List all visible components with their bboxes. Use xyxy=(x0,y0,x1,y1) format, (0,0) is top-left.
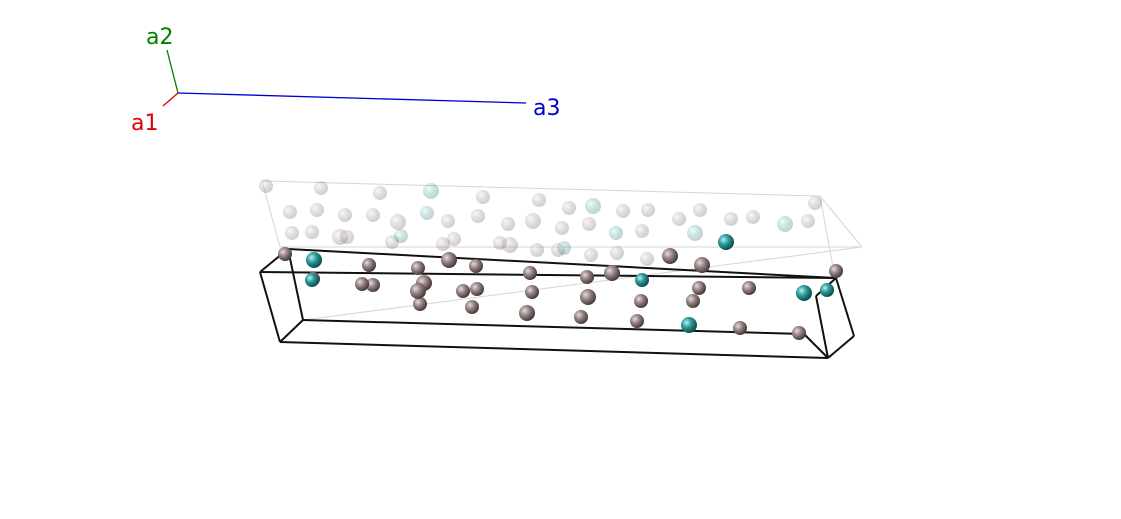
a1-axis-line xyxy=(162,92,179,107)
grey-atom xyxy=(340,230,354,244)
grey-atom xyxy=(580,270,594,284)
grey-atom xyxy=(801,214,815,228)
grey-atom xyxy=(686,294,700,308)
a1-axis-label: a1 xyxy=(131,111,158,136)
grey-atom xyxy=(523,266,537,280)
atoms-near-layer xyxy=(278,234,843,340)
grey-atom xyxy=(692,281,706,295)
grey-atom xyxy=(471,209,485,223)
grey-atom xyxy=(469,259,483,273)
grey-atom xyxy=(635,224,649,238)
a2-axis-label: a2 xyxy=(146,25,173,50)
a2-axis-line xyxy=(166,49,179,94)
grey-atom xyxy=(584,248,598,262)
grey-atom xyxy=(501,217,515,231)
teal-atom xyxy=(635,273,649,287)
teal-atom xyxy=(394,229,408,243)
grey-atom xyxy=(525,285,539,299)
grey-atom xyxy=(808,196,822,210)
grey-atom xyxy=(447,232,461,246)
grey-atom xyxy=(456,284,470,298)
grey-atom xyxy=(574,310,588,324)
grey-atom xyxy=(441,252,457,268)
grey-atom xyxy=(366,208,380,222)
teal-atom xyxy=(718,234,734,250)
grey-atom xyxy=(519,305,535,321)
grey-atom xyxy=(413,297,427,311)
grey-atom xyxy=(693,203,707,217)
axis-triad: a2 a1 a3 xyxy=(131,25,560,136)
teal-atom xyxy=(681,317,697,333)
teal-atom xyxy=(820,283,834,297)
grey-atom xyxy=(580,289,596,305)
grey-atom xyxy=(616,204,630,218)
grey-atom xyxy=(465,300,479,314)
teal-atom xyxy=(557,241,571,255)
grey-atom xyxy=(390,214,406,230)
teal-atom xyxy=(609,226,623,240)
teal-atom xyxy=(423,183,439,199)
grey-atom xyxy=(829,264,843,278)
grey-atom xyxy=(338,208,352,222)
grey-atom xyxy=(562,201,576,215)
grey-atom xyxy=(441,214,455,228)
teal-atom xyxy=(796,285,812,301)
a3-axis-line xyxy=(177,92,527,104)
teal-atom xyxy=(420,206,434,220)
teal-atom xyxy=(305,273,319,287)
grey-atom xyxy=(310,203,324,217)
grey-atom xyxy=(283,205,297,219)
grey-atom xyxy=(555,221,569,235)
grey-atom xyxy=(742,281,756,295)
grey-atom xyxy=(733,321,747,335)
grey-atom xyxy=(410,283,426,299)
grey-atom xyxy=(366,278,380,292)
grey-atom xyxy=(746,210,760,224)
grey-atom xyxy=(672,212,686,226)
grey-atom xyxy=(436,237,450,251)
atoms-far-layer xyxy=(259,179,822,266)
grey-atom xyxy=(530,243,544,257)
grey-atom xyxy=(362,258,376,272)
teal-atom xyxy=(306,252,322,268)
grey-atom xyxy=(582,217,596,231)
grey-atom xyxy=(641,203,655,217)
grey-atom xyxy=(792,326,806,340)
grey-atom xyxy=(724,212,738,226)
grey-atom xyxy=(470,282,484,296)
grey-atom xyxy=(314,181,328,195)
grey-atom xyxy=(610,246,624,260)
grey-atom xyxy=(640,252,654,266)
a3-axis-label: a3 xyxy=(533,96,560,121)
grey-atom xyxy=(278,247,292,261)
grey-atom xyxy=(411,261,425,275)
teal-atom xyxy=(585,198,601,214)
grey-atom xyxy=(694,257,710,273)
grey-atom xyxy=(525,213,541,229)
grey-atom xyxy=(373,186,387,200)
grey-atom xyxy=(634,294,648,308)
unit-cell-front-edges xyxy=(259,248,855,359)
grey-atom xyxy=(259,179,273,193)
teal-atom xyxy=(687,225,703,241)
grey-atom xyxy=(630,314,644,328)
unit-cell-back-edges xyxy=(261,180,863,321)
teal-atom xyxy=(777,216,793,232)
grey-atom xyxy=(476,190,490,204)
grey-atom xyxy=(502,237,518,253)
grey-atom xyxy=(604,265,620,281)
grey-atom xyxy=(305,225,319,239)
grey-atom xyxy=(662,248,678,264)
grey-atom xyxy=(285,226,299,240)
grey-atom xyxy=(532,193,546,207)
grey-atom xyxy=(355,277,369,291)
